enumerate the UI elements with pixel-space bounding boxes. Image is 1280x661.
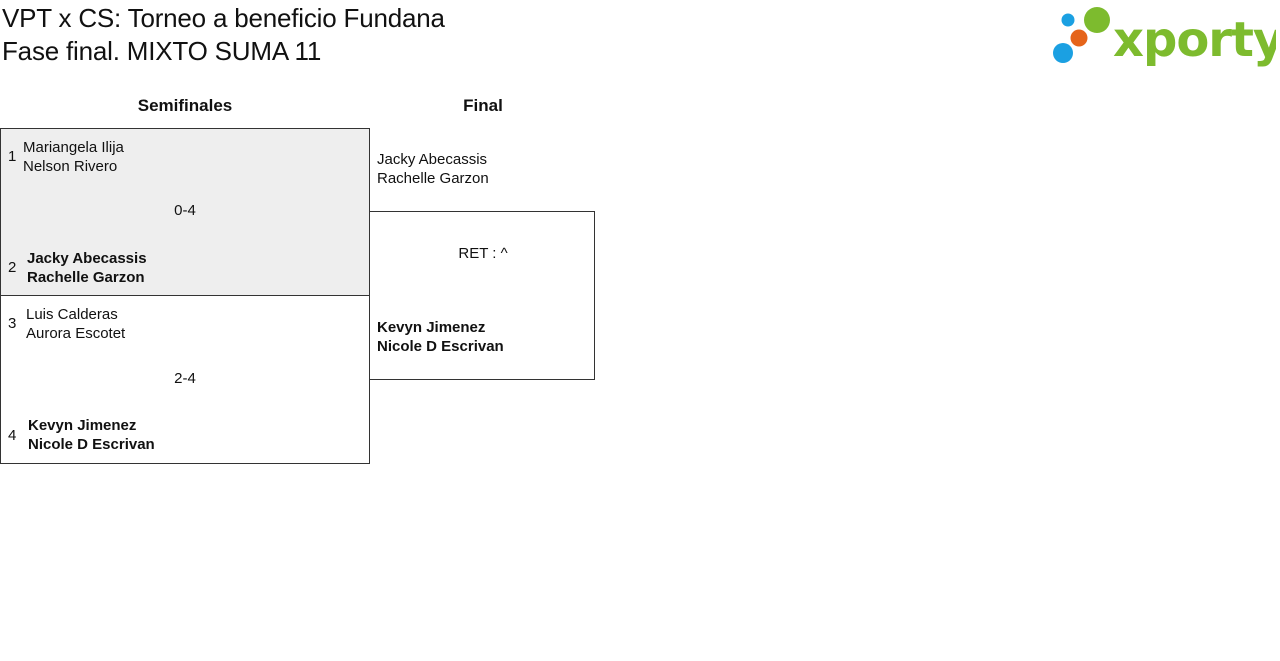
player-name: Luis Calderas (26, 306, 118, 323)
xporty-logo: xporty (1050, 4, 1276, 68)
final-team-top: Jacky Abecassis Rachelle Garzon (377, 150, 489, 188)
logo-dot-orange (1070, 29, 1088, 47)
seed-number: 3 (8, 315, 17, 332)
player-name: Nelson Rivero (23, 158, 118, 175)
page-title: VPT x CS: Torneo a beneficio Fundana Fas… (2, 2, 445, 68)
player-name: Kevyn Jimenez (28, 417, 137, 434)
match-score: RET : ^ (458, 245, 508, 262)
title-line-1: VPT x CS: Torneo a beneficio Fundana (2, 3, 445, 33)
semifinal-match-1[interactable]: 1 Mariangela Ilija Nelson Rivero 0-4 2 J… (0, 128, 370, 296)
player-name: Rachelle Garzon (377, 170, 489, 187)
player-name: Mariangela Ilija (23, 139, 124, 156)
title-line-2: Fase final. MIXTO SUMA 11 (2, 36, 322, 66)
player-name: Aurora Escotet (26, 325, 126, 342)
final-match[interactable]: RET : ^ Kevyn Jimenez Nicole D Escrivan (369, 211, 595, 380)
player-name: Jacky Abecassis (377, 151, 488, 168)
seed-number: 4 (8, 427, 17, 444)
round-header-final: Final (463, 96, 503, 115)
logo-dot-green (1084, 7, 1110, 33)
logo-text: xporty (1113, 12, 1276, 68)
match-score: 0-4 (174, 202, 196, 219)
team-entry-winner: Jacky Abecassis Rachelle Garzon (27, 249, 147, 287)
logo-dot-blue-small (1061, 13, 1075, 27)
seed-number: 2 (8, 259, 17, 276)
team-entry-winner: Kevyn Jimenez Nicole D Escrivan (28, 416, 155, 454)
player-name: Nicole D Escrivan (28, 436, 155, 453)
round-header-semifinals: Semifinales (137, 96, 233, 115)
player-name: Jacky Abecassis (27, 250, 147, 267)
team-entry: Mariangela Ilija Nelson Rivero (23, 138, 124, 176)
logo-dot-blue (1053, 43, 1073, 63)
seed-number: 1 (8, 148, 17, 165)
player-name: Rachelle Garzon (27, 269, 145, 286)
match-score: 2-4 (174, 370, 196, 387)
team-entry-winner: Kevyn Jimenez Nicole D Escrivan (377, 318, 504, 356)
player-name: Nicole D Escrivan (377, 338, 504, 355)
semifinal-match-2[interactable]: 3 Luis Calderas Aurora Escotet 2-4 4 Kev… (0, 295, 370, 464)
team-entry: Luis Calderas Aurora Escotet (26, 305, 125, 343)
player-name: Kevyn Jimenez (377, 319, 486, 336)
